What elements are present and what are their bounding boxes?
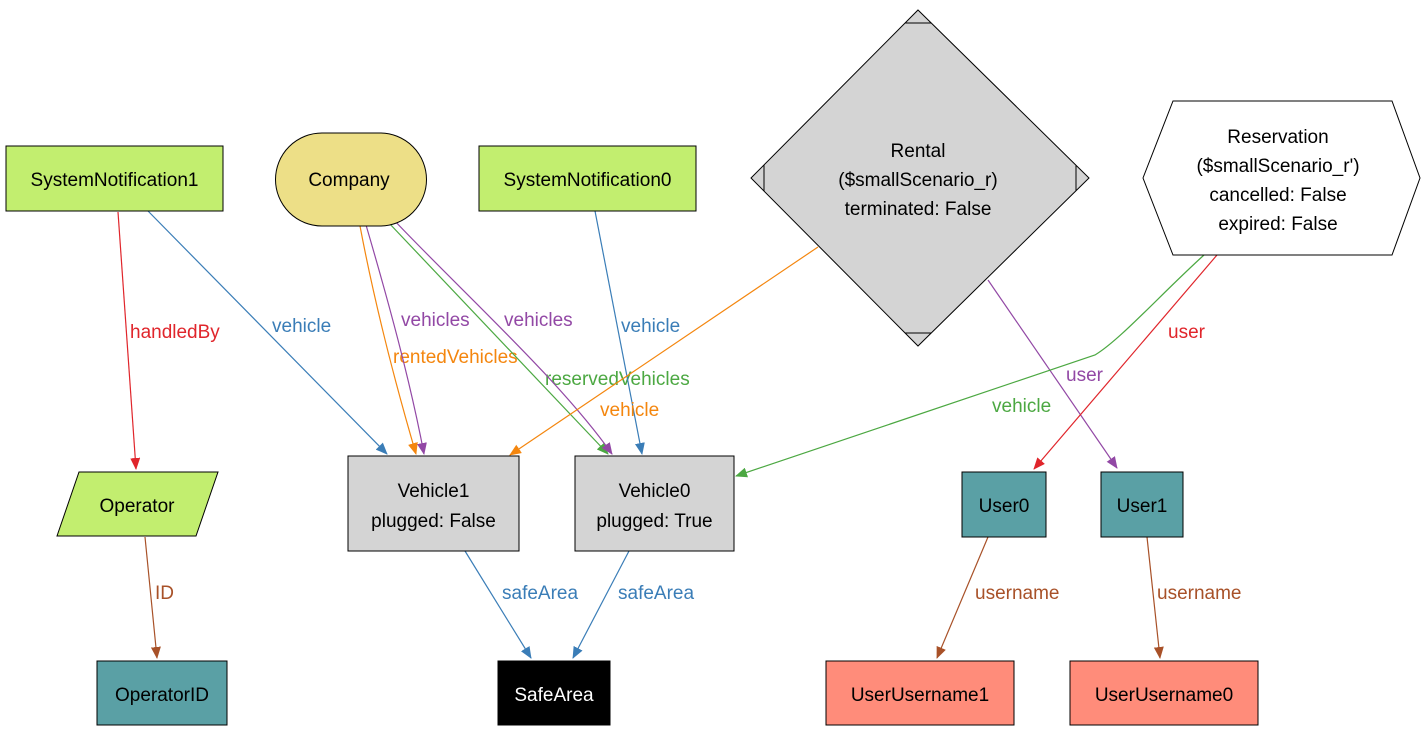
node-label: UserUsername1 bbox=[851, 685, 989, 706]
node-label: Operator bbox=[100, 496, 176, 517]
node-label: SystemNotification1 bbox=[31, 170, 199, 191]
node-label: User0 bbox=[979, 496, 1030, 517]
node-vehicle0[interactable]: Vehicle0 plugged: True bbox=[574, 455, 735, 552]
node-label-plugged: plugged: False bbox=[371, 511, 496, 532]
node-label: User1 bbox=[1117, 496, 1168, 517]
edge-label-id: ID bbox=[155, 583, 174, 604]
node-user1[interactable]: User1 bbox=[1100, 471, 1184, 538]
node-label-scenario: ($smallScenario_r') bbox=[1196, 156, 1359, 177]
node-rental[interactable]: Rental ($smallScenario_r) terminated: Fa… bbox=[750, 9, 1090, 347]
edge-label-user: user bbox=[1168, 322, 1206, 343]
edge-sn0-vehicle: vehicle bbox=[594, 210, 680, 455]
edge-user1-username: username bbox=[1146, 536, 1242, 659]
edge-company-reserved-vehicles: reservedVehicles bbox=[387, 221, 690, 455]
edge-sn1-handled-by: handledBy bbox=[117, 211, 220, 470]
node-label-terminated: terminated: False bbox=[845, 199, 992, 220]
node-label: UserUsername0 bbox=[1095, 685, 1233, 706]
edge-label-vehicle: vehicle bbox=[272, 316, 331, 337]
node-safe-area[interactable]: SafeArea bbox=[497, 660, 611, 726]
edge-label-vehicle: vehicle bbox=[621, 316, 680, 337]
node-label-plugged: plugged: True bbox=[596, 511, 712, 532]
node-user0[interactable]: User0 bbox=[961, 471, 1047, 538]
node-label-name: Reservation bbox=[1227, 127, 1328, 148]
edge-label-handled-by: handledBy bbox=[130, 322, 220, 343]
edge-label-vehicles: vehicles bbox=[401, 310, 470, 331]
node-vehicle1[interactable]: Vehicle1 plugged: False bbox=[347, 455, 520, 552]
node-label: Company bbox=[308, 170, 390, 191]
edge-sn1-vehicle: vehicle bbox=[147, 210, 388, 455]
node-label: OperatorID bbox=[115, 685, 209, 706]
node-system-notification0[interactable]: SystemNotification0 bbox=[478, 145, 697, 212]
node-system-notification1[interactable]: SystemNotification1 bbox=[5, 145, 224, 212]
edge-label-rented-vehicles: rentedVehicles bbox=[393, 347, 518, 368]
edge-rental-user: user bbox=[987, 279, 1118, 469]
node-label: SystemNotification0 bbox=[504, 170, 672, 191]
node-operator[interactable]: Operator bbox=[56, 471, 219, 537]
edge-label-reserved-vehicles: reservedVehicles bbox=[545, 369, 690, 390]
edge-label-user: user bbox=[1066, 365, 1104, 386]
node-label-name: Rental bbox=[891, 141, 946, 162]
edge-company-vehicles-0: vehicles bbox=[391, 217, 613, 455]
node-label-expired: expired: False bbox=[1218, 214, 1337, 235]
edge-vehicle0-safe-area: safeArea bbox=[572, 550, 694, 659]
edge-label-vehicle: vehicle bbox=[992, 396, 1051, 417]
edge-label-username: username bbox=[1157, 583, 1242, 604]
node-label-name: Vehicle0 bbox=[619, 481, 691, 502]
edge-label-safe-area: safeArea bbox=[502, 583, 578, 604]
node-label-cancelled: cancelled: False bbox=[1209, 185, 1346, 206]
node-operator-id[interactable]: OperatorID bbox=[96, 660, 228, 726]
edge-company-vehicles-1: vehicles bbox=[365, 224, 470, 455]
edge-user0-username: username bbox=[936, 536, 1060, 659]
node-company[interactable]: Company bbox=[275, 132, 427, 227]
edge-reservation-user: user bbox=[1033, 254, 1218, 470]
edge-label-safe-area: safeArea bbox=[618, 583, 694, 604]
node-user-username0[interactable]: UserUsername0 bbox=[1069, 660, 1259, 726]
node-label: SafeArea bbox=[514, 685, 594, 706]
edge-label-vehicle: vehicle bbox=[600, 400, 659, 421]
node-label-scenario: ($smallScenario_r) bbox=[838, 170, 997, 191]
edge-operator-id: ID bbox=[144, 536, 174, 659]
nodes: SystemNotification1 Company SystemNotifi… bbox=[5, 9, 1421, 726]
node-label-name: Vehicle1 bbox=[398, 481, 470, 502]
node-reservation[interactable]: Reservation ($smallScenario_r') cancelle… bbox=[1142, 100, 1421, 256]
edge-label-username: username bbox=[975, 583, 1060, 604]
edge-label-vehicles: vehicles bbox=[504, 310, 573, 331]
edge-reservation-vehicle: vehicle bbox=[735, 254, 1205, 478]
edge-rental-vehicle: vehicle bbox=[509, 246, 819, 456]
edges: handledBy vehicle rentedVehicles vehicle… bbox=[117, 210, 1242, 659]
edge-company-rented-vehicles: rentedVehicles bbox=[359, 225, 518, 455]
node-user-username1[interactable]: UserUsername1 bbox=[825, 660, 1015, 726]
edge-vehicle1-safe-area: safeArea bbox=[464, 550, 578, 659]
